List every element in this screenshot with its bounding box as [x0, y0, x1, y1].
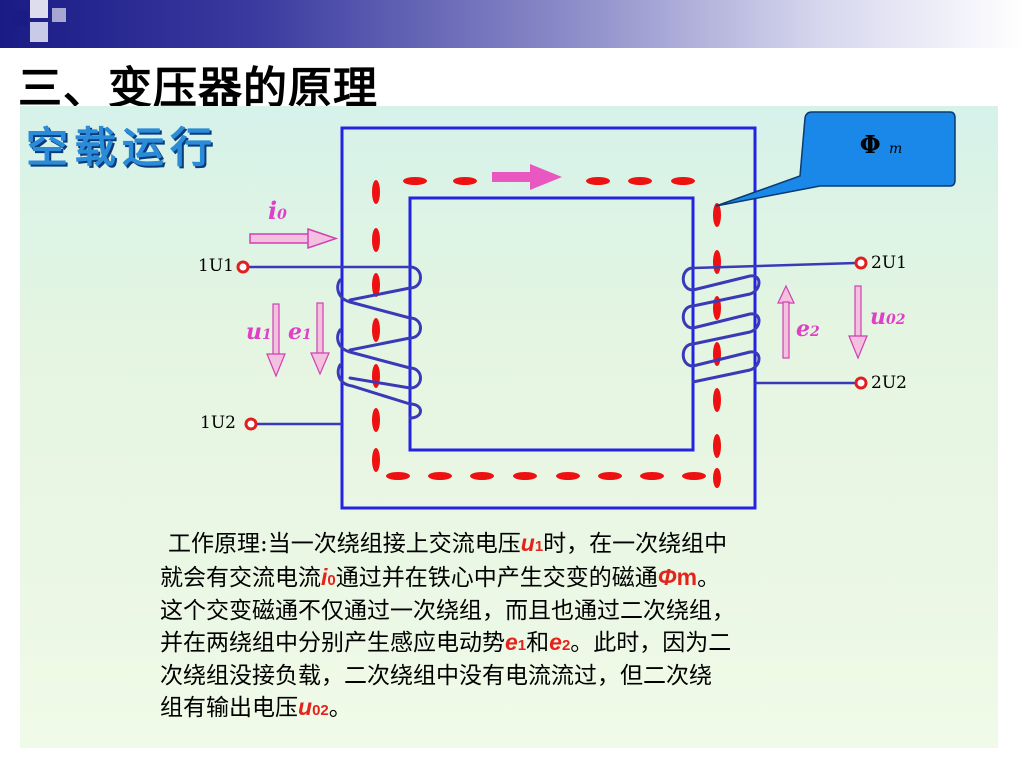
secondary-leads: [692, 261, 857, 385]
current-subscript: 0: [277, 207, 287, 223]
title-band: [0, 0, 1024, 48]
text-segment: 。此时，因为二: [570, 630, 732, 656]
corner-square-decoration: [12, 10, 28, 26]
explanation-line: 组有输出电压u02。: [160, 692, 1004, 726]
e1-symbol: e: [288, 319, 302, 345]
text-segment: 。: [697, 565, 721, 591]
explanation-line: 工作原理:当一次绕组接上交流电压u1时，在一次绕组中: [160, 528, 1004, 562]
u02-symbol: u: [870, 304, 886, 330]
symbol-subscript: 1: [534, 538, 544, 555]
secondary-winding: [681, 266, 761, 384]
text-segment: 就会有交流电流: [160, 565, 321, 591]
symbol-subscript: 2: [561, 637, 571, 654]
flux-callout: [715, 111, 956, 207]
e2-inline-symbol: e2: [549, 629, 570, 655]
u1-inline-symbol: u1: [521, 530, 543, 556]
e1-subscript: 1: [302, 327, 312, 343]
section-label: 空载运行: [26, 123, 219, 172]
text-segment: 工作原理:当一次绕组接上交流电压: [168, 531, 521, 557]
text-segment: 。: [328, 695, 352, 721]
e1-inline-symbol: e1: [505, 629, 526, 655]
symbol-subscript: 0: [327, 572, 336, 589]
current-label: i0: [268, 196, 287, 225]
explanation-line: 这个交变磁通不仅通过一次绕组，而且也通过二次绕组，: [160, 598, 735, 624]
u02-inline-symbol: u02: [298, 694, 329, 720]
flux-symbol: Φ: [859, 130, 881, 159]
corner-square-decoration: [52, 8, 66, 22]
symbol-letter: e: [549, 629, 562, 655]
terminal-2u2: [854, 376, 868, 390]
e2-subscript: 2: [810, 324, 820, 340]
diagram-panel: [20, 106, 998, 748]
terminal-1u2: [244, 417, 258, 431]
phi-inline-symbol: Φ: [658, 564, 677, 590]
u1-subscript: 1: [262, 327, 272, 343]
text-segment: 组有输出电压: [160, 695, 298, 721]
explanation-line: 并在两绕组中分别产生感应电动势e1和e2。此时，因为二: [160, 627, 1004, 661]
explanation-text: 工作原理:当一次绕组接上交流电压u1时，在一次绕组中 就会有交流电流i0通过并在…: [160, 528, 1004, 726]
page-title: 三、变压器的原理: [18, 63, 378, 114]
u02-label: u02: [870, 304, 905, 330]
symbol-letter: i: [321, 564, 328, 590]
terminal-2u2-label: 2U2: [871, 373, 907, 393]
e1-label: e1: [288, 319, 312, 345]
phi-subscript: m: [676, 564, 698, 590]
core-outer-outline: [340, 126, 757, 510]
symbol-letter: u: [520, 530, 535, 556]
terminal-2u1: [854, 256, 868, 270]
text-segment: 通过并在铁心中产生交变的磁通: [335, 565, 658, 591]
symbol-subscript: 1: [517, 637, 527, 654]
e1-arrow: [310, 302, 330, 376]
i0-inline-symbol: i0: [321, 564, 336, 590]
text-segment: 并在两绕组中分别产生感应电动势: [160, 630, 505, 656]
corner-square-decoration: [30, 22, 48, 42]
flux-subscript: m: [888, 141, 903, 157]
symbol-letter: Φ: [657, 564, 677, 590]
terminals: [236, 256, 868, 431]
u02-arrow: [848, 285, 868, 360]
text-segment: 和: [526, 630, 550, 656]
flux-direction-arrow: [492, 164, 562, 190]
current-symbol: i: [268, 196, 278, 225]
u1-label: u1: [246, 319, 272, 345]
e2-arrow: [777, 284, 795, 359]
primary-leads: [248, 265, 410, 426]
corner-square-decoration: [30, 0, 48, 18]
current-arrow: [249, 227, 339, 250]
e2-symbol: e: [796, 316, 810, 342]
symbol-letter: u: [298, 694, 313, 720]
flux-callout-label: Φ m: [826, 130, 936, 159]
primary-winding: [336, 265, 422, 420]
explanation-line: 次绕组没接负载，二次绕组中没有电流流过，但二次绕: [160, 663, 712, 689]
terminal-1u1: [236, 260, 250, 274]
terminal-1u1-label: 1U1: [198, 256, 234, 276]
u1-symbol: u: [246, 319, 262, 345]
symbol-letter: e: [505, 629, 518, 655]
explanation-line: 就会有交流电流i0通过并在铁心中产生交变的磁通Φm。: [160, 562, 1004, 596]
core-inner-outline: [408, 196, 695, 452]
u1-arrow: [266, 303, 286, 378]
text-segment: 时，在一次绕组中: [543, 531, 728, 557]
symbol-subscript: 02: [312, 702, 329, 719]
u02-subscript: 02: [886, 312, 906, 328]
e2-label: e2: [796, 316, 820, 342]
terminal-2u1-label: 2U1: [871, 253, 907, 273]
flux-path: [372, 177, 721, 488]
terminal-1u2-label: 1U2: [200, 413, 236, 433]
